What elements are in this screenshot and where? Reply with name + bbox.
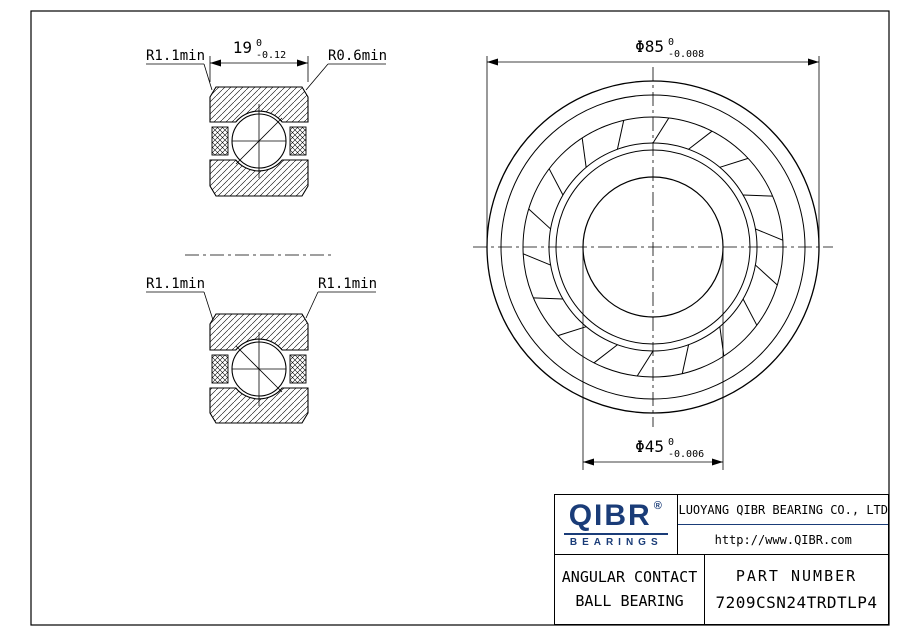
logo-wordmark: QIBR ® <box>569 501 664 531</box>
dim-width-tol-upper: 0 <box>256 38 262 49</box>
page-border <box>30 10 890 626</box>
dim-width: 19 0 -0.12 <box>209 38 309 82</box>
dim-outer-dia-tol-upper: 0 <box>668 37 674 48</box>
dim-outer-dia-tol-lower: -0.008 <box>668 49 704 60</box>
part-number-value: 7209CSN24TRDTLP4 <box>715 593 878 612</box>
logo-subtitle: BEARINGS <box>569 537 663 548</box>
dim-outer-dia-value: Φ85 <box>635 37 664 56</box>
logo-divider-line <box>564 533 669 535</box>
company-website: http://www.QIBR.com <box>714 532 852 547</box>
label-r-mid-left: R1.1min <box>146 276 205 292</box>
outer-raceway-circle <box>522 116 784 378</box>
leader-mid-right <box>305 291 319 319</box>
title-block-row-2: ANGULAR CONTACT BALL BEARING PART NUMBER… <box>555 555 888 624</box>
product-description: ANGULAR CONTACT BALL BEARING <box>555 555 705 624</box>
cage-left-bottom <box>211 354 229 384</box>
front-view <box>473 67 833 427</box>
dim-bore-dia-value: Φ45 <box>635 437 664 456</box>
inner-ring-outer-circle <box>555 149 751 345</box>
dim-width-value: 19 <box>233 38 252 57</box>
cage-pocket-lines <box>523 117 783 377</box>
leader-top-left <box>203 63 213 91</box>
section-view <box>185 86 333 424</box>
outer-ring-chamfer-circle <box>500 94 806 400</box>
leader-top-right <box>305 63 329 91</box>
leader-mid-left <box>203 291 214 321</box>
radius-labels: R1.1min R0.6min R1.1min R1.1min <box>146 48 387 321</box>
registered-trademark-icon: ® <box>653 500 664 512</box>
cage-right-top <box>289 126 307 156</box>
cage-right-bottom <box>289 354 307 384</box>
company-name: LUOYANG QIBR BEARING CO., LTD <box>678 495 888 525</box>
product-line-1: ANGULAR CONTACT <box>561 568 698 587</box>
company-logo: QIBR ® BEARINGS <box>555 495 679 554</box>
dim-width-tol-lower: -0.12 <box>256 50 286 61</box>
ball-bottom-centerlines <box>232 332 286 406</box>
bearing-outer-circle <box>486 80 820 414</box>
part-number-label: PART NUMBER <box>735 567 858 585</box>
label-r-top-left: R1.1min <box>146 48 205 64</box>
company-info: LUOYANG QIBR BEARING CO., LTD http://www… <box>678 495 888 554</box>
logo-brand-text: QIBR <box>568 499 652 532</box>
dim-bore-dia-tol-upper: 0 <box>668 437 674 448</box>
title-block-row-1: QIBR ® BEARINGS LUOYANG QIBR BEARING CO.… <box>555 495 888 555</box>
dim-bore-diameter: Φ45 0 -0.006 <box>582 247 724 470</box>
label-r-mid-right: R1.1min <box>318 276 377 292</box>
cage-left-top <box>211 126 229 156</box>
title-block: QIBR ® BEARINGS LUOYANG QIBR BEARING CO.… <box>554 494 889 625</box>
label-r-top-right: R0.6min <box>328 48 387 64</box>
ball-top-centerlines <box>232 104 286 178</box>
dim-bore-dia-tol-lower: -0.006 <box>668 449 704 460</box>
dim-outer-diameter: Φ85 0 -0.008 <box>486 37 820 240</box>
part-number-cell: PART NUMBER 7209CSN24TRDTLP4 <box>705 555 888 624</box>
product-line-2: BALL BEARING <box>575 591 684 610</box>
